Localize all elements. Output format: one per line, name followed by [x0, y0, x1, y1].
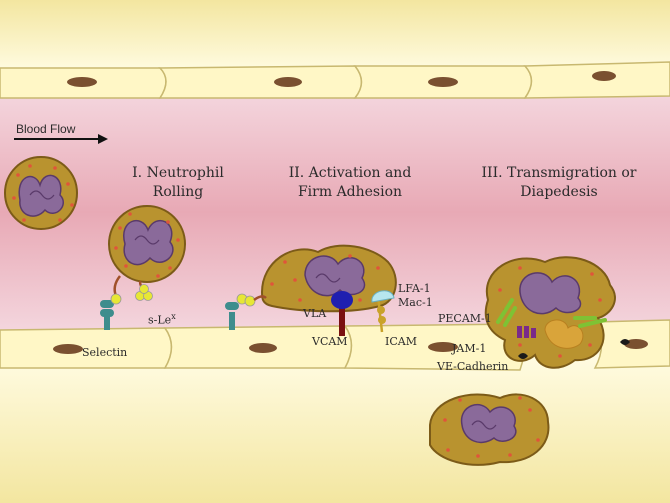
selectin-label: Selectin [82, 346, 128, 359]
pecam-molecule [496, 298, 607, 328]
vecadherin-label: VE-Cadherin [437, 360, 509, 373]
vla-label: VLA [303, 307, 327, 320]
stage-adhesion-line2: Firm Adhesion [297, 184, 403, 200]
vecadherin-molecule [518, 339, 630, 359]
cell-nucleus [624, 339, 648, 349]
endothelial-nuclei-top [67, 71, 616, 87]
neutrophil-adhering [260, 244, 397, 313]
neutrophil-rolling [108, 205, 186, 297]
selectin-receptor-2 [225, 293, 267, 330]
neutrophil-migrated [429, 393, 550, 466]
stage-transmigration-title: III. Transmigration or Diapedesis [464, 164, 654, 202]
jam1-label: JAM-1 [452, 342, 487, 355]
blood-flow-label: Blood Flow [16, 122, 76, 136]
vla-vcam-pair [331, 291, 353, 336]
endothelial-nuclei-bottom [53, 339, 648, 354]
selectin-receptor-1 [100, 293, 122, 330]
cell-nucleus [249, 343, 277, 353]
slex-label: s-Lex [148, 310, 176, 327]
granules [12, 164, 602, 458]
stage-transmigration-line1: III. Transmigration or [481, 165, 637, 181]
mac1-icam-pair [371, 290, 395, 333]
cell-nucleus [428, 77, 458, 87]
lfa1-label: LFA-1 [398, 282, 431, 295]
neutrophil-free [4, 156, 78, 230]
endothelial-cell [158, 65, 363, 99]
slex-text: s-Le [148, 313, 172, 327]
endothelium-top [0, 61, 670, 99]
tissue-top [0, 0, 670, 70]
slex-ligand [135, 284, 153, 301]
stage-rolling-line1: I. Neutrophil [132, 165, 224, 181]
stage-adhesion-line1: II. Activation and [288, 165, 412, 181]
cell-nucleus [53, 344, 83, 354]
cell-nucleus [67, 77, 97, 87]
slex-sup: x [171, 312, 176, 321]
stage-adhesion-title: II. Activation and Firm Adhesion [270, 164, 430, 202]
neutrophil-transmigrating [484, 256, 616, 369]
mac1-label: Mac-1 [398, 296, 433, 309]
stage-transmigration-line2: Diapedesis [520, 184, 598, 200]
jam-molecule [517, 326, 536, 338]
cell-nucleus [428, 342, 458, 352]
stage-rolling-title: I. Neutrophil Rolling [118, 164, 238, 202]
icam-label: ICAM [385, 335, 417, 348]
stage-rolling-line2: Rolling [152, 184, 204, 200]
tissue-bottom [0, 360, 670, 503]
cell-nucleus [592, 71, 616, 81]
pecam1-label: PECAM-1 [438, 312, 492, 325]
vcam-label: VCAM [312, 335, 348, 348]
cell-nucleus [274, 77, 302, 87]
blood-flow-arrow [14, 134, 108, 144]
